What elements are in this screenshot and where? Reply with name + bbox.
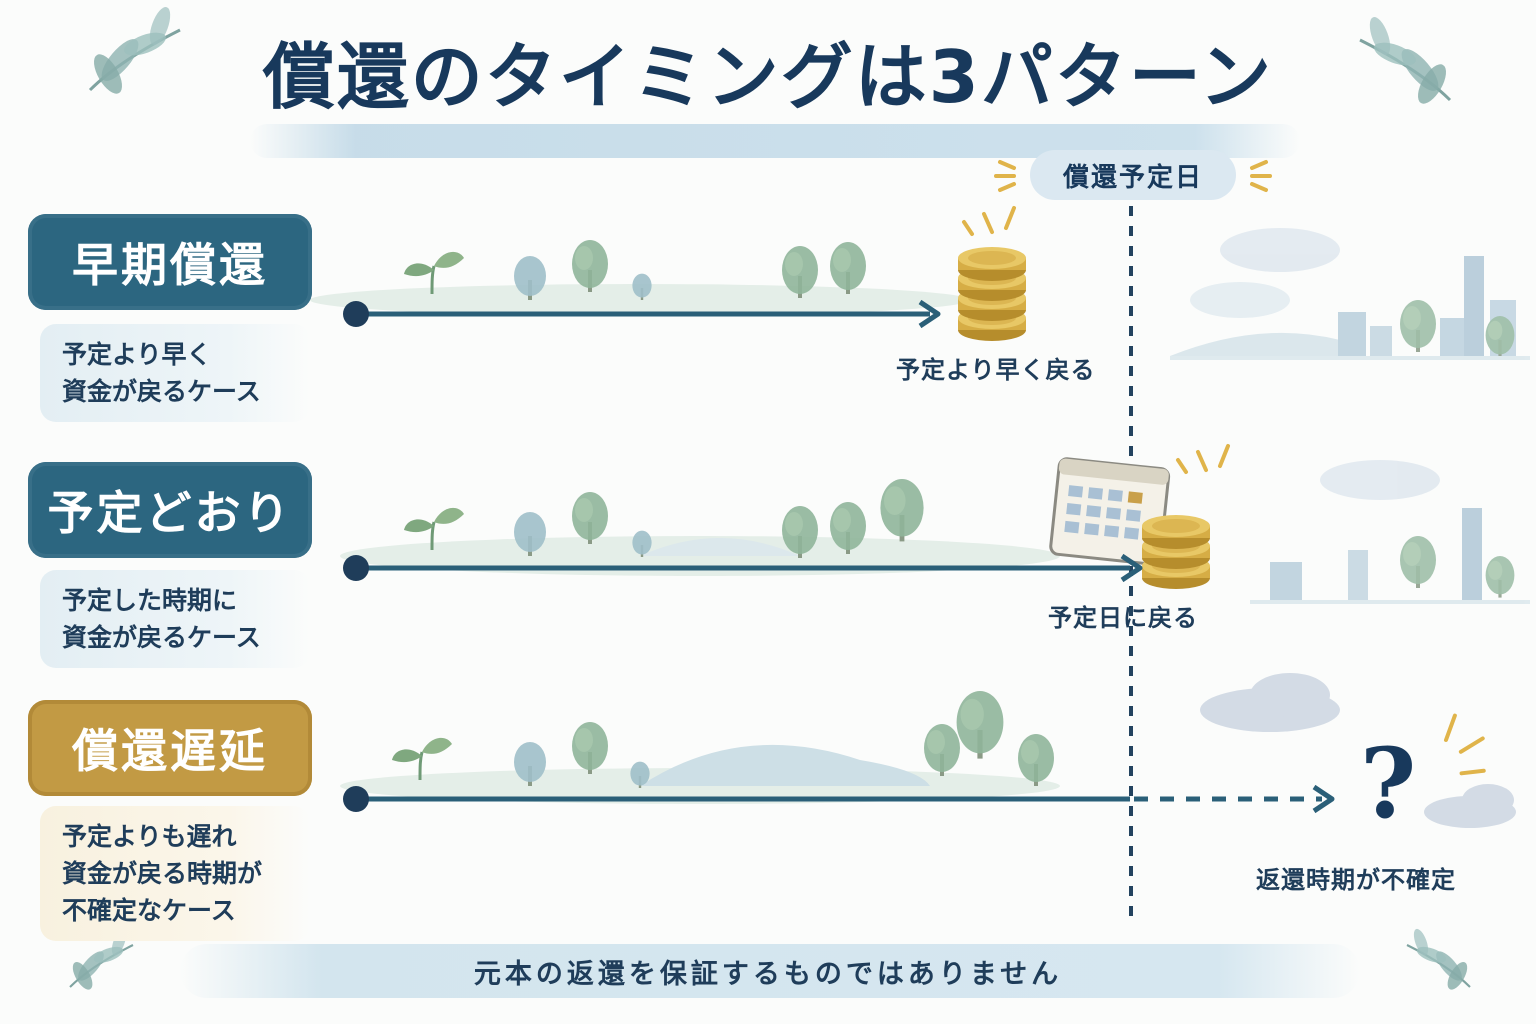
outcome-on-schedule: 予定日に戻る xyxy=(1048,604,1198,632)
tree-icon xyxy=(924,724,960,776)
desc-line: 資金が戻るケース xyxy=(62,623,261,652)
calendar-icon xyxy=(1049,457,1171,566)
tree-icon xyxy=(880,479,924,542)
page-title: 償還のタイミングは3パターン xyxy=(262,35,1274,119)
footer-bar xyxy=(180,944,1360,998)
row1-landscape xyxy=(310,206,1530,360)
coin-stack-icon xyxy=(1142,515,1210,589)
city-skyline-icon xyxy=(1170,228,1530,360)
question-mark-icon: ? xyxy=(1360,727,1417,840)
desc-line: 資金が戻る時期が xyxy=(62,859,263,888)
desc-line: 予定より早く xyxy=(62,340,212,369)
outcome-early: 予定より早く戻る xyxy=(896,356,1096,384)
coin-stack-icon xyxy=(958,247,1026,341)
row2-landscape xyxy=(340,444,1530,604)
city-skyline-icon xyxy=(1250,460,1530,604)
badge-delayed-redemption: 償還遅延 xyxy=(28,700,312,796)
footer-note: 元本の返還を保証するものではありません xyxy=(473,959,1063,990)
desc-line: 不確定なケース xyxy=(62,896,236,925)
due-date-label: 償還予定日 xyxy=(1030,150,1236,200)
cloud-icon xyxy=(1200,673,1516,828)
desc-early-redemption: 予定より早く 資金が戻るケース xyxy=(40,324,310,422)
tree-icon xyxy=(572,722,608,774)
tree-icon xyxy=(830,242,866,294)
outcome-delayed: 返還時期が不確定 xyxy=(1256,866,1456,894)
badge-early-redemption: 早期償還 xyxy=(28,214,312,310)
due-date-sparks xyxy=(994,160,1272,192)
desc-line: 予定した時期に xyxy=(62,586,238,615)
tree-icon xyxy=(956,691,1004,759)
row3-landscape xyxy=(340,673,1516,828)
desc-delayed-redemption: 予定よりも遅れ 資金が戻る時期が 不確定なケース xyxy=(40,806,310,941)
desc-line: 資金が戻るケース xyxy=(62,377,261,406)
tree-icon xyxy=(572,492,608,544)
badge-on-schedule: 予定どおり xyxy=(28,462,312,558)
desc-line: 予定よりも遅れ xyxy=(62,822,237,851)
desc-on-schedule: 予定した時期に 資金が戻るケース xyxy=(40,570,310,668)
